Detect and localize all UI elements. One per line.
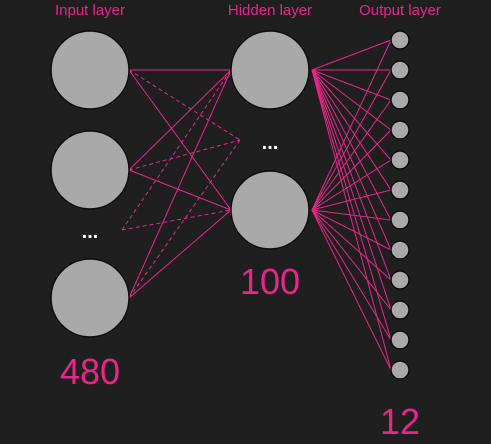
neuron-nodes <box>50 30 410 380</box>
input-layer-count: 480 <box>60 351 120 392</box>
output-neuron <box>390 180 410 200</box>
hidden-output-connection <box>311 209 392 251</box>
input-hidden-connection <box>128 69 232 211</box>
input-hidden-dashed-connection <box>128 139 241 171</box>
hidden-layer-label: Hidden layer <box>228 2 312 19</box>
input-hidden-connection <box>128 209 232 299</box>
output-neuron <box>390 60 410 80</box>
output-neuron <box>390 270 410 290</box>
hidden-output-connection <box>311 209 392 281</box>
input-ellipsis-dashed-connection <box>121 209 232 231</box>
output-neuron <box>390 210 410 230</box>
input-neuron <box>50 130 130 210</box>
hidden-output-connection <box>311 69 392 191</box>
output-neuron <box>390 150 410 170</box>
hidden-output-connection <box>311 69 392 341</box>
output-neuron <box>390 90 410 110</box>
input-neuron <box>50 30 130 110</box>
input-hidden-connection <box>128 69 232 171</box>
input-hidden-connection <box>128 169 232 211</box>
hidden-output-connection <box>311 69 392 251</box>
hidden-output-connection <box>311 189 392 211</box>
hidden-output-connection <box>311 69 392 131</box>
hidden-output-connection <box>311 69 392 221</box>
hidden-output-connection <box>311 99 392 211</box>
output-layer-label: Output layer <box>359 2 441 19</box>
hidden-output-connection <box>311 129 392 211</box>
input-layer-ellipsis: ... <box>82 221 99 243</box>
input-layer-label: Input layer <box>55 2 125 19</box>
hidden-output-connection <box>311 69 392 211</box>
output-neuron <box>390 360 410 380</box>
hidden-output-connection <box>311 39 392 211</box>
hidden-output-connection <box>311 209 392 311</box>
hidden-output-connection <box>311 209 392 221</box>
hidden-output-connection <box>311 209 392 371</box>
input-hidden-connection <box>128 69 232 299</box>
output-neuron <box>390 120 410 140</box>
hidden-output-connection <box>311 69 392 161</box>
connection-lines <box>121 39 392 371</box>
hidden-output-connection <box>311 69 392 371</box>
hidden-output-connection <box>311 69 392 311</box>
hidden-output-connection <box>311 69 392 101</box>
hidden-output-connection <box>311 159 392 211</box>
output-neuron <box>390 330 410 350</box>
output-neuron <box>390 300 410 320</box>
hidden-neuron <box>230 30 310 110</box>
hidden-output-connection <box>311 69 392 281</box>
output-neuron <box>390 240 410 260</box>
input-neuron <box>50 258 130 338</box>
hidden-layer-ellipsis: ... <box>262 132 279 154</box>
hidden-output-connection <box>311 39 392 71</box>
hidden-output-connection <box>311 209 392 341</box>
hidden-neuron <box>230 170 310 250</box>
input-hidden-dashed-connection <box>128 69 241 141</box>
output-layer-count: 12 <box>380 401 420 442</box>
output-neuron <box>390 30 410 50</box>
hidden-layer-count: 100 <box>240 261 300 302</box>
input-ellipsis-dashed-connection <box>121 69 232 231</box>
